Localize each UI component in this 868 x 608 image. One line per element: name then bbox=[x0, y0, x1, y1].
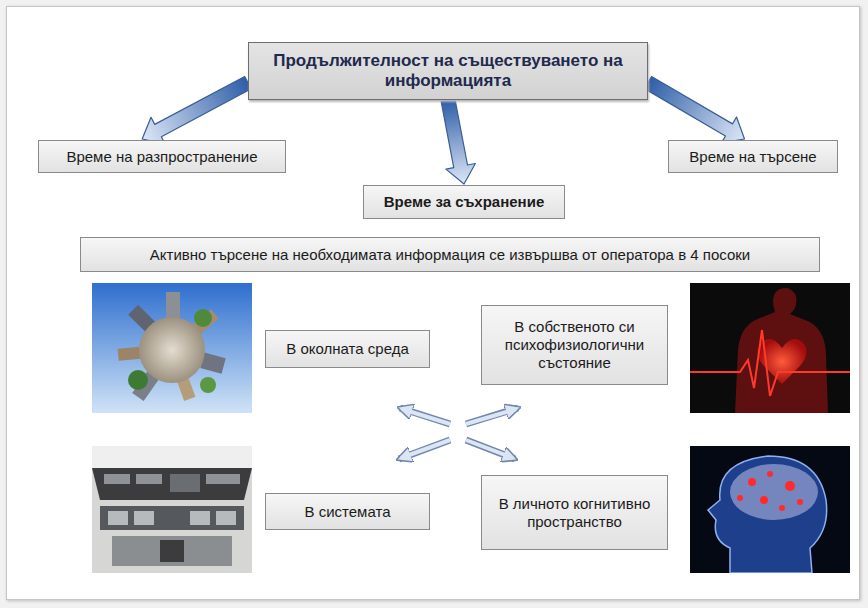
brain-spot bbox=[760, 496, 768, 504]
globe-picture bbox=[92, 283, 252, 413]
box-label: Време на търсене bbox=[689, 148, 816, 166]
direction-box: В системата bbox=[265, 493, 430, 530]
screen bbox=[108, 511, 128, 525]
ecg-line bbox=[690, 330, 850, 396]
box-label: Продължителност на съществуването на инф… bbox=[265, 51, 631, 92]
brain-spot bbox=[797, 499, 803, 505]
brain-spot bbox=[748, 478, 756, 486]
head-profile bbox=[708, 456, 827, 573]
direction-arrow bbox=[466, 408, 518, 424]
block-arrow bbox=[441, 99, 475, 184]
tree bbox=[128, 370, 148, 390]
cockpit-panel bbox=[92, 468, 252, 500]
process-box: Време на търсене bbox=[668, 140, 838, 173]
console-lower bbox=[112, 536, 232, 566]
brain-picture bbox=[690, 446, 850, 573]
block-arrow bbox=[644, 77, 744, 143]
heart-picture bbox=[690, 283, 850, 413]
console bbox=[100, 506, 244, 530]
building bbox=[166, 292, 180, 318]
gauge bbox=[206, 474, 240, 484]
cockpit-window bbox=[92, 446, 252, 468]
block-arrow bbox=[142, 76, 251, 143]
ground-sphere bbox=[139, 317, 205, 383]
direction-box: В околната среда bbox=[265, 330, 430, 368]
box-label: В собственото си психофизиологични състо… bbox=[491, 318, 658, 372]
gauge bbox=[136, 474, 162, 484]
direction-arrow bbox=[399, 440, 450, 459]
process-box: Време за съхранение bbox=[363, 185, 565, 219]
brain bbox=[730, 464, 818, 520]
screen bbox=[216, 511, 236, 525]
box-label: В околната среда bbox=[286, 340, 408, 358]
tree bbox=[200, 377, 216, 393]
sky bbox=[92, 283, 252, 413]
direction-box: В личното когнитивно пространство bbox=[481, 475, 668, 550]
gauge bbox=[104, 474, 130, 484]
body-silhouette bbox=[735, 288, 828, 413]
cockpit-picture bbox=[92, 446, 252, 573]
direction-arrows bbox=[399, 408, 518, 459]
direction-arrow bbox=[400, 408, 450, 424]
dark-ground bbox=[690, 283, 850, 413]
building bbox=[118, 347, 141, 361]
screen bbox=[134, 511, 154, 525]
direction-arrow-fill bbox=[401, 440, 450, 458]
screen bbox=[190, 511, 210, 525]
throttle bbox=[160, 540, 184, 562]
title-box: Продължителност на съществуването на инф… bbox=[248, 42, 648, 100]
brain-spot bbox=[779, 505, 785, 511]
box-label: Време за съхранение bbox=[384, 193, 544, 211]
brain-spot bbox=[737, 495, 743, 501]
cockpit-ground bbox=[92, 446, 252, 573]
box-label: Активно търсене на необходимата информац… bbox=[150, 246, 750, 264]
direction-arrow-fill bbox=[466, 409, 516, 424]
direction-arrow bbox=[466, 440, 515, 459]
buildings bbox=[118, 292, 226, 401]
box-label: Време на разпространение bbox=[66, 148, 257, 166]
brain-spot bbox=[785, 481, 795, 491]
direction-arrow-fill bbox=[402, 409, 450, 424]
box-label: В системата bbox=[305, 503, 391, 521]
dark-ground bbox=[690, 446, 850, 573]
brain-spot bbox=[767, 471, 773, 477]
banner-box: Активно търсене на необходимата информац… bbox=[80, 237, 820, 272]
box-label: В личното когнитивно пространство bbox=[491, 495, 658, 531]
direction-box: В собственото си психофизиологични състо… bbox=[481, 305, 668, 385]
direction-arrow-fill bbox=[466, 440, 513, 458]
process-box: Време на разпространение bbox=[38, 140, 286, 173]
screen bbox=[170, 474, 200, 492]
tree bbox=[194, 309, 212, 327]
